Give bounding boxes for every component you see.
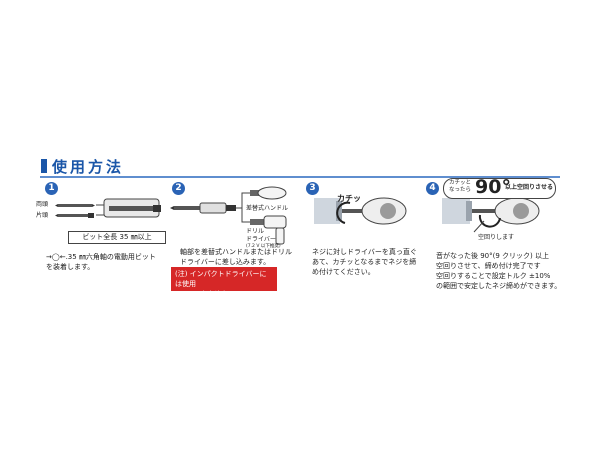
step-1-number: 1 (45, 182, 58, 195)
callout-left-1: カチッと (449, 180, 472, 186)
step-1-text-line-2: を装着します。 (46, 263, 95, 271)
callout-degree: 90° (475, 176, 511, 198)
label-double-ended: 両頭 (36, 201, 49, 208)
title-underline (40, 176, 560, 178)
label-drill-note: (7.2 V 以下推奨) (246, 244, 281, 249)
step1-double-bit (55, 204, 95, 207)
callout-right: 以上空回りさせる (505, 184, 554, 191)
step2-handle (250, 186, 287, 200)
title-accent-bar (41, 159, 47, 173)
spin-callout (443, 178, 556, 199)
warning-line-2: できません (193, 290, 228, 298)
step2-drill (250, 215, 287, 245)
step-4-text-line-1: 音がなった後 90°(9 クリック) 以上 (436, 252, 549, 260)
step-3-text-line-2: あて、カチッとなるまでネジを締 (312, 258, 417, 266)
step1-single-bit (55, 213, 94, 218)
step-2-text-line-2: ドライバーに差し込みます。 (180, 258, 271, 266)
step1-arrows (96, 204, 104, 216)
click-sound-label: カチッ (337, 194, 361, 203)
step4-screw-driver (442, 197, 540, 233)
step2-driver-shaft (170, 192, 250, 223)
step-2-number: 2 (172, 182, 185, 195)
step1-bit-holder (103, 198, 161, 218)
section-title: 使用方法 (52, 158, 125, 176)
label-handle: 差替式ハンドル (246, 205, 289, 212)
warning-line-1: (注) インパクトドライバーには使用 (175, 270, 267, 288)
step3-screw-driver (314, 197, 407, 225)
bit-length-spec: ビット全長 35 ㎜以上 (68, 231, 166, 244)
step-4-text-line-3: 空回りすることで設定トルク ±10% (436, 272, 551, 280)
step-4-text-line-4: の範囲で安定したネジ締めができます。 (436, 282, 562, 290)
step-2-text-line-1: 軸部を差替式ハンドルまたはドリル (180, 248, 292, 256)
impact-driver-warning: (注) インパクトドライバーには使用 できません (171, 267, 277, 298)
label-single-ended: 片頭 (36, 212, 49, 219)
step-3-number: 3 (306, 182, 319, 195)
step-4-text-line-2: 空回りさせて、締め付け完了です (436, 262, 541, 270)
step-1-text-line-1: →◯←.35 ㎜六角軸の電動用ビット (46, 253, 156, 261)
label-drill-1: ドリル (246, 228, 265, 235)
step-3-text-line-3: め付けてください。 (312, 268, 375, 276)
spin-label: 空回りします (478, 234, 515, 241)
step-3-text-line-1: ネジに対しドライバーを真っ直ぐ (312, 248, 417, 256)
callout-left-2: なったら (449, 187, 472, 193)
label-drill-2: ドライバー (246, 236, 276, 243)
step-4-number: 4 (426, 182, 439, 195)
